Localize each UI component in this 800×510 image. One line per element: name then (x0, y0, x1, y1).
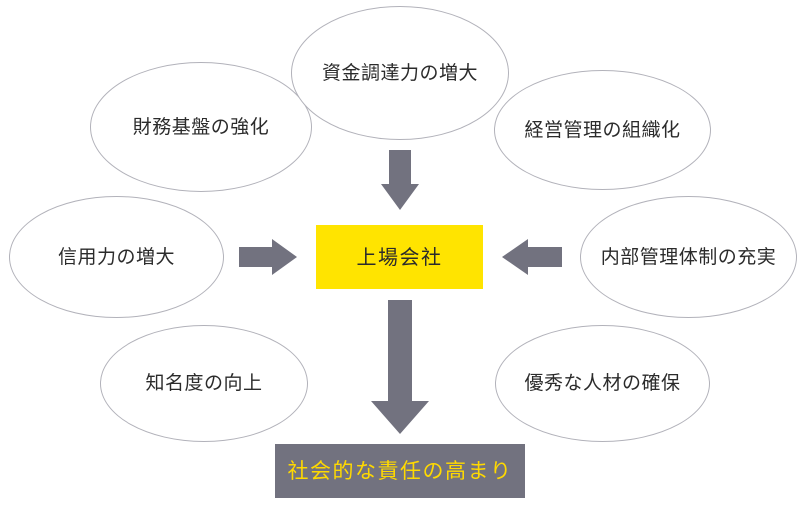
benefit-node-financial-base[interactable]: 財務基盤の強化 (90, 62, 312, 192)
benefit-node-talent-acquisition[interactable]: 優秀な人材の確保 (495, 325, 710, 442)
benefit-node-fundraising[interactable]: 資金調達力の増大 (291, 6, 509, 140)
benefit-node-internal-controls[interactable]: 内部管理体制の充実 (580, 196, 797, 318)
benefit-node-label: 知名度の向上 (145, 372, 263, 394)
arrow-down-to-center (381, 150, 419, 210)
benefit-node-label: 経営管理の組織化 (524, 118, 681, 141)
outcome-node-label: 社会的な責任の高まり (287, 458, 513, 483)
benefit-node-label: 内部管理体制の充実 (600, 245, 777, 268)
arrow-right-to-center (239, 239, 297, 275)
benefit-node-management-organization[interactable]: 経営管理の組織化 (494, 70, 711, 190)
arrow-down-to-outcome (371, 300, 429, 434)
benefit-node-label: 資金調達力の増大 (321, 61, 478, 84)
benefit-node-label: 優秀な人材の確保 (524, 372, 681, 394)
center-node-listed-company[interactable]: 上場会社 (316, 225, 483, 289)
arrow-left-to-center (502, 239, 562, 275)
benefit-node-label: 信用力の増大 (57, 245, 175, 268)
outcome-node-social-responsibility[interactable]: 社会的な責任の高まり (275, 444, 525, 498)
benefit-node-creditworthiness[interactable]: 信用力の増大 (9, 196, 224, 318)
benefit-node-label: 財務基盤の強化 (132, 115, 270, 138)
center-node-label: 上場会社 (356, 245, 443, 269)
benefit-node-recognition[interactable]: 知名度の向上 (100, 325, 308, 442)
